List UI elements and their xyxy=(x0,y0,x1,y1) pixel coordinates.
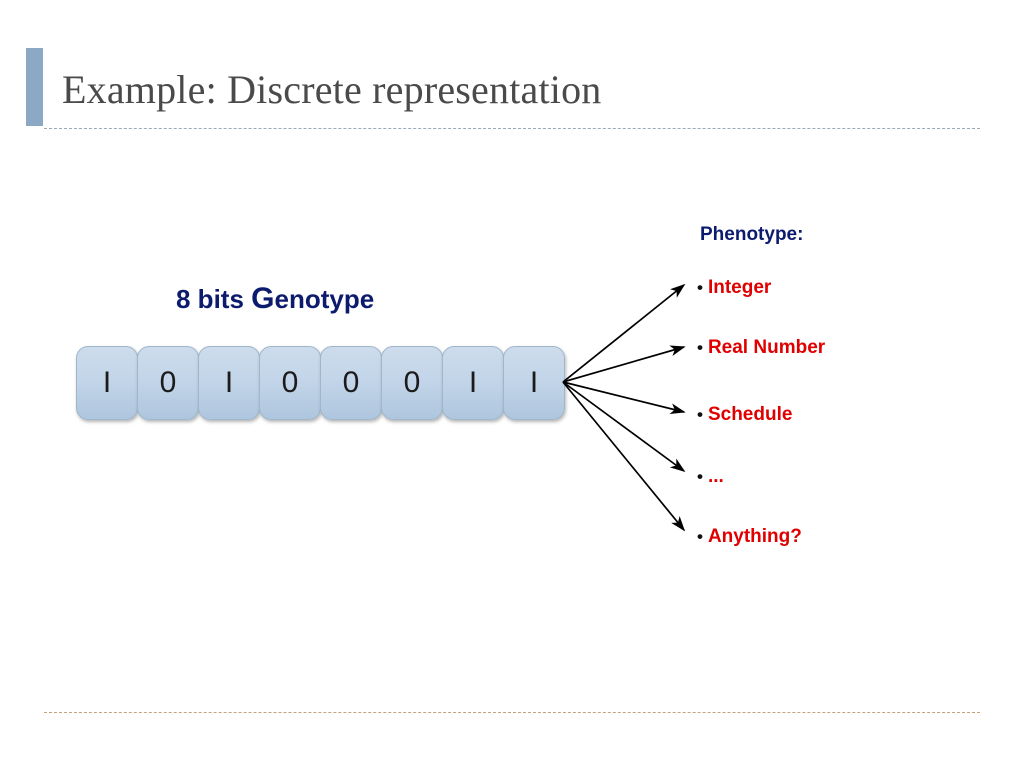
phenotype-item-schedule: •Schedule xyxy=(697,404,792,426)
bullet-icon: • xyxy=(697,405,703,424)
slide-title-bar: Example: Discrete representation xyxy=(0,0,1024,132)
genotype-bitstring: I 0 I 0 0 0 I I xyxy=(76,346,565,420)
bit-cell: 0 xyxy=(137,346,199,420)
bullet-icon: • xyxy=(697,467,703,486)
bit-cell: 0 xyxy=(381,346,443,420)
phenotype-item-anything: •Anything? xyxy=(697,526,802,548)
bullet-icon: • xyxy=(697,278,703,297)
phenotype-item-integer: •Integer xyxy=(697,277,771,299)
genotype-label-suffix: enotype xyxy=(274,284,375,314)
title-accent-bar xyxy=(26,48,43,126)
bit-cell: I xyxy=(76,346,138,420)
arrow-to-real-number xyxy=(562,345,686,383)
bit-cell: I xyxy=(503,346,565,420)
phenotype-item-label: Integer xyxy=(707,277,772,298)
bit-cell: 0 xyxy=(259,346,321,420)
title-divider xyxy=(44,128,980,129)
footer-divider xyxy=(44,712,980,713)
phenotype-item-label: Anything? xyxy=(707,526,802,547)
phenotype-item-ellipsis: •... xyxy=(697,466,724,488)
phenotype-item-label: Real Number xyxy=(707,337,826,358)
phenotype-item-label: ... xyxy=(707,466,724,487)
genotype-label: 8 bits Genotype xyxy=(176,282,374,316)
arrow-to-schedule xyxy=(562,381,686,415)
bullet-icon: • xyxy=(697,527,703,546)
arrow-to-anything xyxy=(562,381,686,532)
arrow-to-ellipsis xyxy=(562,381,686,473)
phenotype-heading: Phenotype: xyxy=(700,224,804,245)
arrow-to-integer xyxy=(562,283,686,383)
bit-cell: I xyxy=(442,346,504,420)
genotype-label-prefix: 8 bits xyxy=(176,284,252,314)
bullet-icon: • xyxy=(697,338,703,357)
bit-cell: 0 xyxy=(320,346,382,420)
phenotype-item-label: Schedule xyxy=(707,404,793,425)
genotype-label-big-letter: G xyxy=(251,282,275,315)
bit-cell: I xyxy=(198,346,260,420)
page-title: Example: Discrete representation xyxy=(62,67,602,112)
phenotype-item-real-number: •Real Number xyxy=(697,337,825,359)
